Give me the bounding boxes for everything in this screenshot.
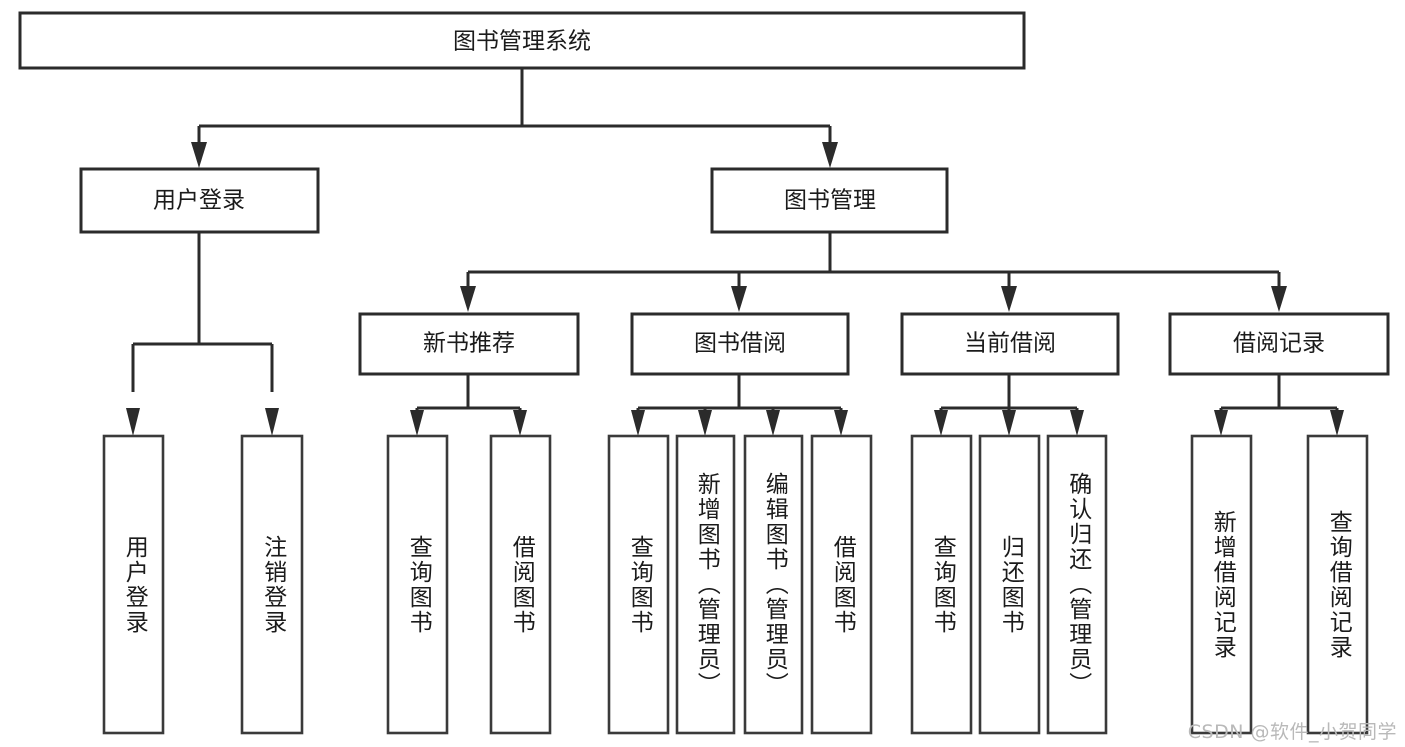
node-current-borrow-label: 当前借阅 [964,331,1056,357]
node-current-borrow[interactable]: 当前借阅 [900,312,1120,376]
connector-borrowrecord-to-leaves [1214,374,1344,436]
leaf-box-query-book-2[interactable] [607,434,670,735]
leaf-box-add-record[interactable] [1190,434,1253,735]
leaf-box-query-record[interactable] [1306,434,1369,735]
node-borrow-record[interactable]: 借阅记录 [1168,312,1390,376]
node-new-book-rec[interactable]: 新书推荐 [358,312,580,376]
leaf-box-edit-book[interactable] [743,434,804,735]
node-root-label: 图书管理系统 [453,29,591,55]
leaf-box-borrow-book-1[interactable] [489,434,552,735]
leaf-box-return-book[interactable] [978,434,1041,735]
connector-root-to-level2 [191,68,838,168]
connector-bookborrow-to-leaves [631,374,848,436]
leaf-box-add-book[interactable] [675,434,736,735]
connector-currentborrow-to-leaves [934,374,1084,436]
node-root[interactable]: 图书管理系统 [18,11,1026,70]
leaf-box-user-login[interactable] [102,434,165,735]
connector-newbook-to-leaves [410,374,527,436]
node-borrow-record-label: 借阅记录 [1233,331,1325,357]
node-book-manage[interactable]: 图书管理 [710,167,949,234]
leaf-boxes [102,434,1369,735]
leaf-box-borrow-book-2[interactable] [810,434,873,735]
node-user-login[interactable]: 用户登录 [79,167,320,234]
leaf-box-query-book-1[interactable] [386,434,449,735]
node-book-manage-label: 图书管理 [784,188,876,214]
node-user-login-label: 用户登录 [153,188,245,214]
node-book-borrow-label: 图书借阅 [694,331,786,357]
leaf-box-logout[interactable] [240,434,304,735]
leaf-box-query-book-3[interactable] [910,434,973,735]
csdn-watermark: CSDN @软件_小贺同学 [1187,721,1397,743]
node-new-book-rec-label: 新书推荐 [423,331,515,357]
leaf-box-confirm-return[interactable] [1046,434,1108,735]
node-book-borrow[interactable]: 图书借阅 [630,312,850,376]
connector-userlogin-to-leaves [126,232,279,436]
connector-bookmanage-to-level3 [460,232,1287,312]
